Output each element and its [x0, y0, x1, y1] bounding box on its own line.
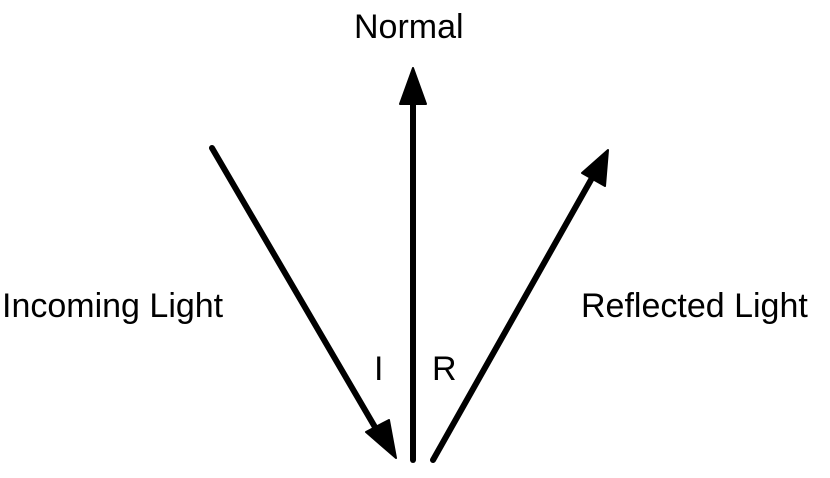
angle-of-reflection-label: R	[432, 350, 457, 388]
reflected-ray-arrowhead	[581, 149, 609, 187]
normal-label: Normal	[354, 8, 464, 46]
normal-arrowhead	[399, 67, 427, 105]
incoming-ray-arrowhead	[365, 419, 397, 459]
reflected-light-label: Reflected Light	[581, 287, 808, 325]
reflected-ray-line	[430, 175, 595, 463]
incoming-ray-line	[209, 145, 382, 437]
incoming-light-label: Incoming Light	[2, 287, 224, 325]
angle-of-incidence-label: I	[374, 350, 384, 388]
